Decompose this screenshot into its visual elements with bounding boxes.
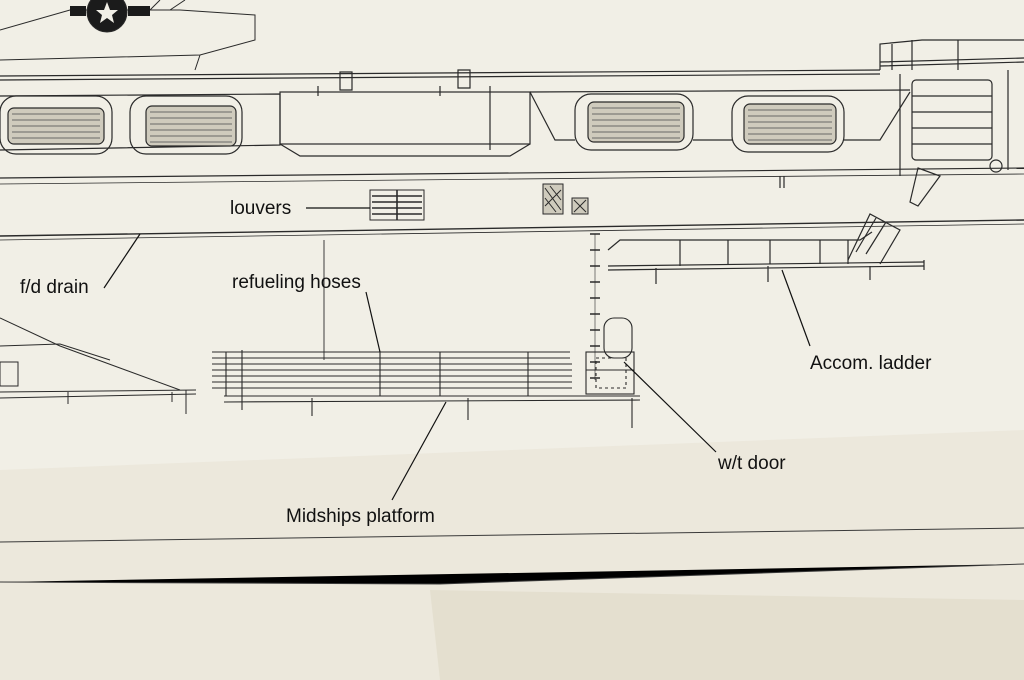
accom-ladder-label: Accom. ladder (810, 353, 932, 374)
leader-fd-drain (103, 233, 141, 289)
fd-drain-line (0, 219, 1024, 241)
flight-deck-edge (0, 69, 1024, 185)
midships-platform-label: Midships platform (286, 506, 435, 527)
fd-drain-label: f/d drain (20, 277, 89, 298)
louvers-vents (369, 183, 589, 221)
watertight-door (585, 317, 635, 395)
accommodation-ladder (607, 213, 925, 284)
leader-accom-ladder (781, 269, 811, 347)
lower-guide-lines (0, 527, 1024, 585)
midships-platform (212, 240, 641, 428)
leader-midships-platform (391, 401, 447, 501)
midships-sponson (279, 69, 911, 157)
refueling-hoses-label: refueling hoses (232, 272, 361, 293)
vertical-rungs (590, 233, 600, 380)
leader-wt-door (623, 361, 717, 453)
aircraft-fragment (0, 0, 256, 71)
paper-lower-shadow (430, 590, 1024, 680)
wt-door-label: w/t door (718, 453, 786, 474)
leader-lines (103, 207, 811, 501)
liferaft-hatching (12, 107, 832, 143)
louvers-label: louvers (230, 198, 292, 219)
island-structure (779, 39, 1024, 207)
leader-refueling-hoses (365, 291, 381, 353)
left-platform-fragment (0, 317, 197, 414)
star-icon (96, 2, 118, 23)
